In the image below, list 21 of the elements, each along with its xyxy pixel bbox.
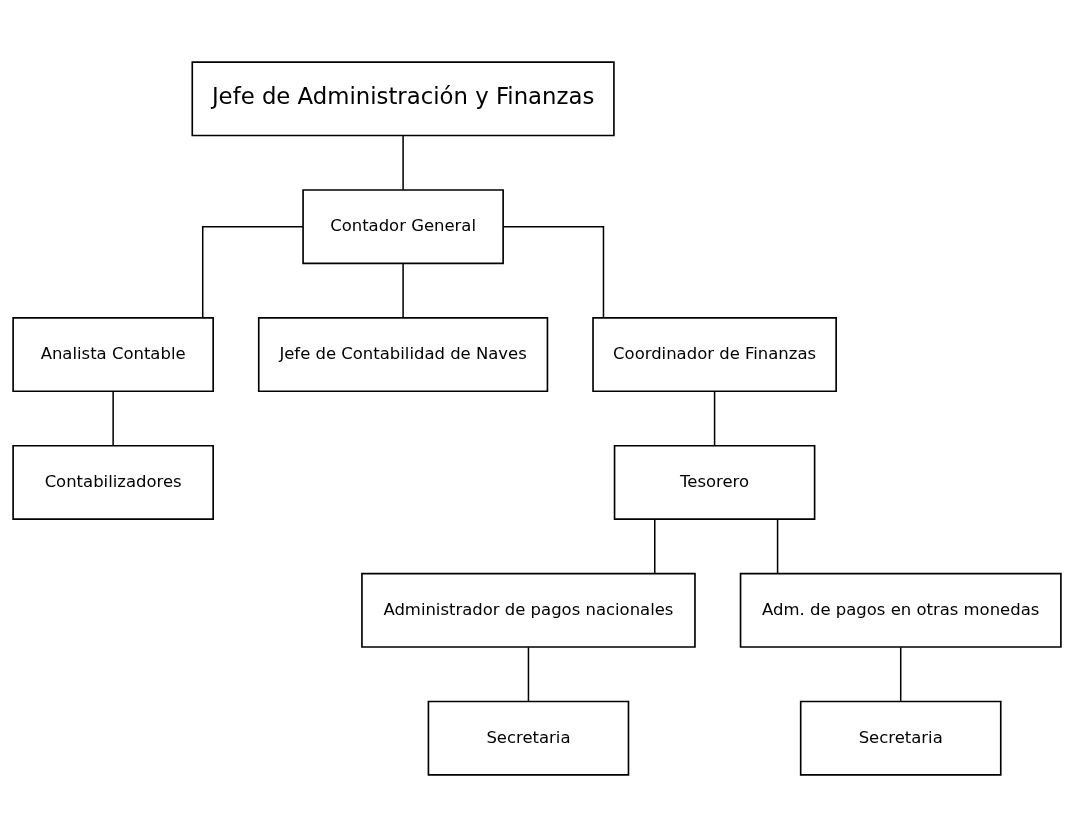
- connector: [899, 646, 902, 702]
- connector: [402, 262, 404, 318]
- node-box: Coordinador de Finanzas: [592, 316, 837, 392]
- node-box: Contabilizadores: [12, 444, 214, 520]
- node-box: Jefe de Contabilidad de Naves: [257, 316, 549, 392]
- connector: [713, 390, 716, 446]
- connector: [402, 134, 404, 190]
- node-box: Contador General: [302, 188, 504, 264]
- node-box: Jefe de Administración y Finanzas: [191, 60, 615, 136]
- node-box: Tesorero: [613, 444, 816, 520]
- connector: [502, 225, 605, 318]
- node-box: Secretaria: [427, 700, 630, 776]
- node-box: Secretaria: [799, 700, 1002, 776]
- connector: [654, 518, 656, 574]
- node-box: Administrador de pagos nacionales: [361, 572, 696, 648]
- connector: [776, 518, 779, 574]
- node-box: Analista Contable: [12, 316, 214, 392]
- connector: [527, 646, 530, 702]
- connector: [201, 225, 304, 318]
- connector: [112, 390, 114, 446]
- node-box: Adm. de pagos en otras monedas: [739, 572, 1062, 648]
